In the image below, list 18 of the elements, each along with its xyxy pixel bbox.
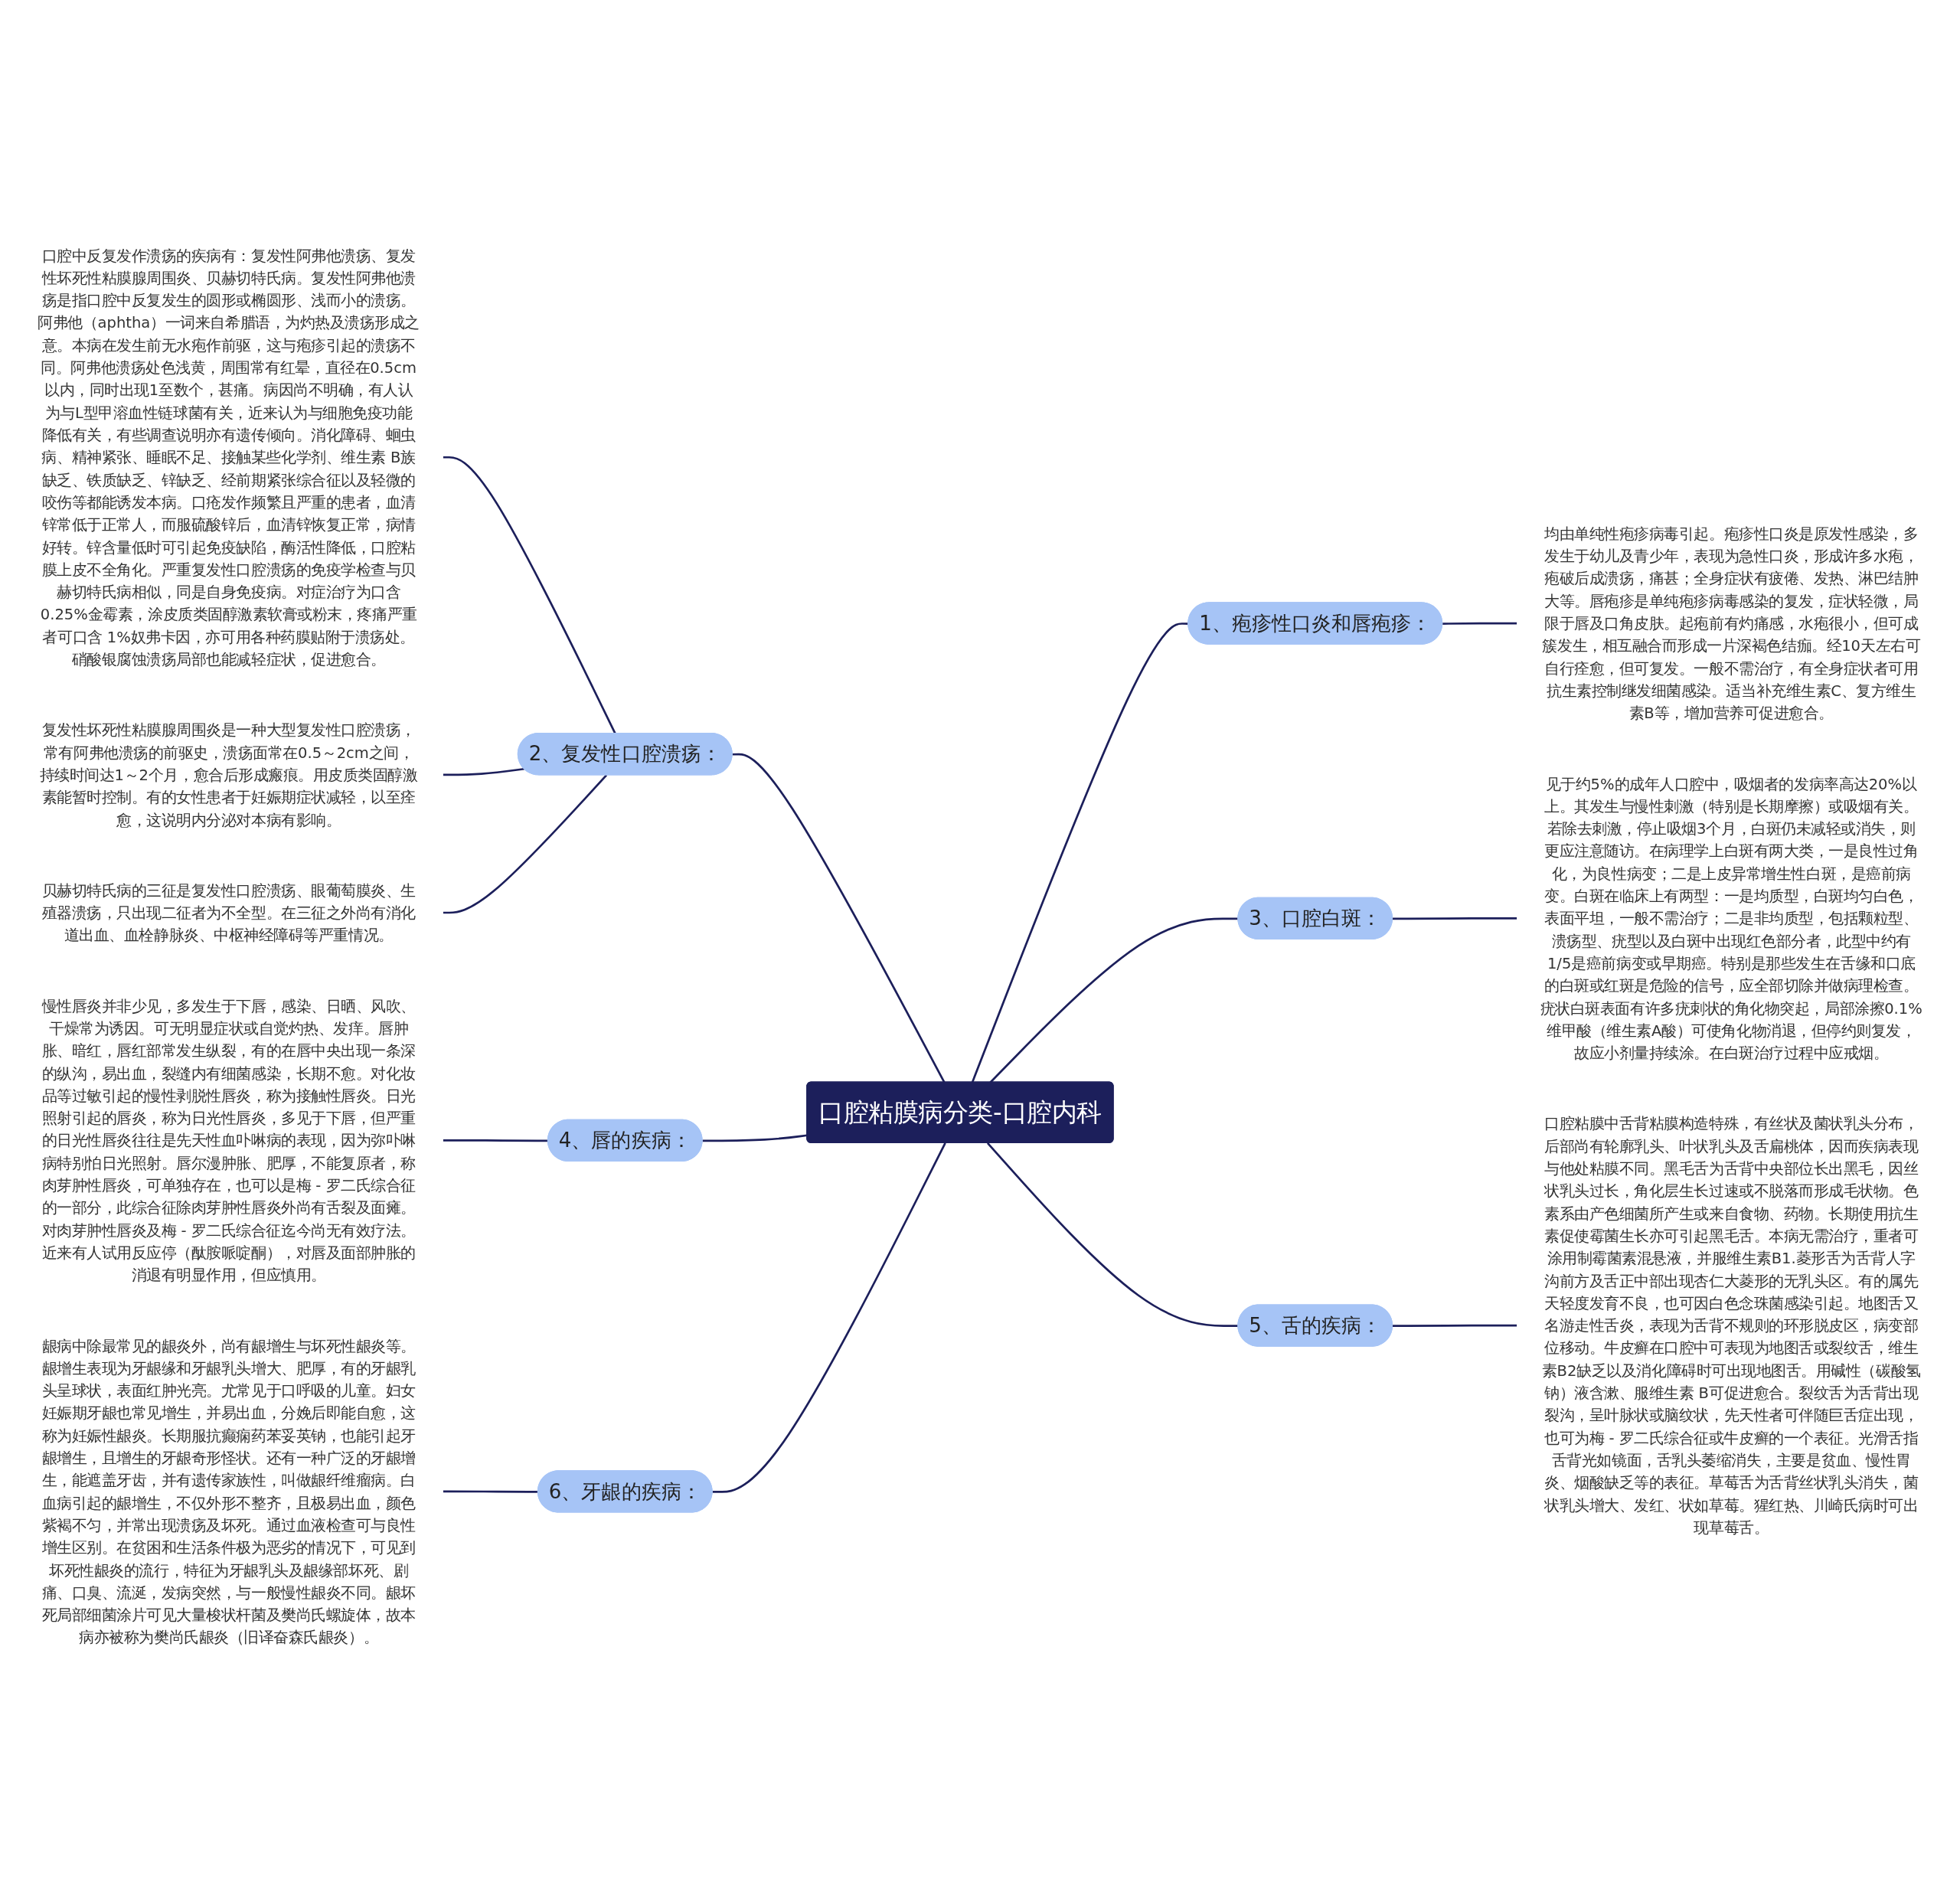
topic-pill: 1、疱疹性口炎和唇疱疹： [1187,601,1443,645]
topic-pill: 5、舌的疾病： [1237,1304,1393,1347]
connector-line [1393,917,1517,920]
connector-line [1393,1324,1517,1327]
topic-pill: 4、唇的疾病： [547,1119,703,1162]
central-topic: 口腔粘膜病分类-口腔内科 [806,1081,1114,1143]
connector-line [443,774,608,913]
connector-line [732,753,946,1083]
topic-pill: 3、口腔白斑： [1237,897,1393,939]
connector-line [712,1142,946,1493]
connector-line [443,1139,548,1142]
topic-pill: 6、牙龈的疾病： [537,1469,713,1513]
connector-line [443,456,616,734]
topic-pill: 2、复发性口腔溃疡： [517,732,733,775]
connector-line [702,1133,808,1142]
connector-line [443,1490,538,1493]
connector-line [1442,622,1517,625]
connector-line [443,767,524,776]
